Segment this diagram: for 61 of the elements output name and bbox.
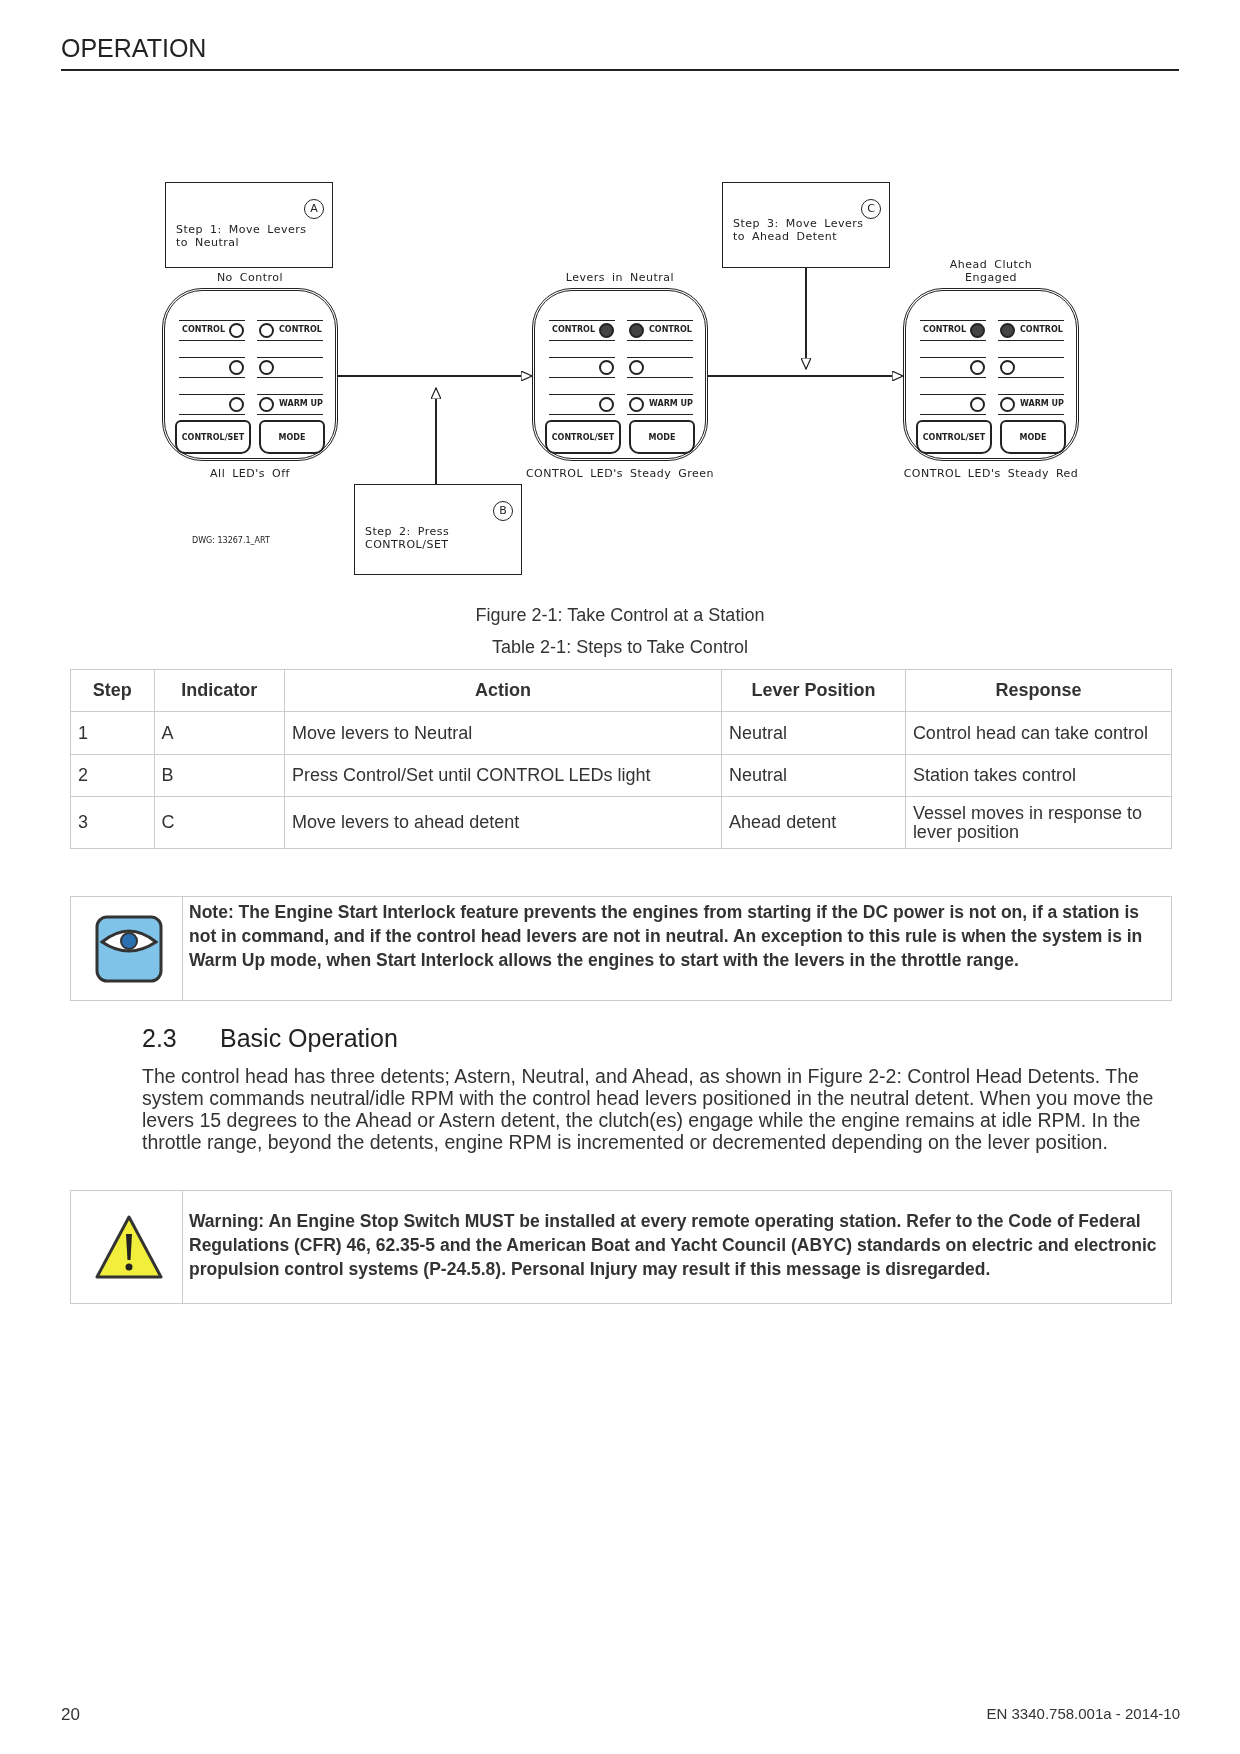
status-caption: CONTROL LED's Steady Green <box>524 467 716 480</box>
document-number: EN 3340.758.001a - 2014-10 <box>985 1705 1180 1722</box>
arrow <box>430 387 442 485</box>
table-cell: Press Control/Set until CONTROL LEDs light <box>284 754 722 797</box>
arrow <box>337 370 533 382</box>
led-label: CONTROL <box>279 325 322 335</box>
push-button: CONTROL/SET <box>175 420 251 454</box>
led-label: CONTROL <box>552 325 595 335</box>
body-paragraph: The control head has three detents; Astern, Neutral, and Ahead, as shown in Figure 2-2: Control Head Detents. The system commands neutral/idle RPM with the control head levers positioned in the neutral detent. When you move the levers 15 degrees to the Ahead or Astern detent, the clutch(es) engage while the engine remains at idle RPM. In the throttle range, beyond the detents, engine RPM is incremented or decremented depending on the lever position. <box>142 1065 1155 1153</box>
push-button: MODE <box>259 420 325 454</box>
page-number: 20 <box>61 1705 81 1725</box>
table-cell: Station takes control <box>905 754 1172 797</box>
table-cell: 3 <box>70 796 155 849</box>
step-text: Step 2: Press CONTROL/SET <box>365 525 451 551</box>
step-text: Step 3: Move Levers to Ahead Detent <box>733 217 865 243</box>
table-cell: C <box>154 796 285 849</box>
table-header-cell: Response <box>905 669 1172 712</box>
page-header: OPERATION <box>61 34 208 63</box>
status-caption: All LED's Off <box>209 467 291 480</box>
step-box <box>722 182 890 268</box>
table-header-cell: Step <box>70 669 155 712</box>
push-button: CONTROL/SET <box>916 420 992 454</box>
table-cell: B <box>154 754 285 797</box>
table-title: Table 2-1: Steps to Take Control <box>491 637 749 658</box>
table-header-cell: Lever Position <box>721 669 906 712</box>
table-cell: Neutral <box>721 711 906 755</box>
arrow <box>800 267 812 370</box>
push-button: CONTROL/SET <box>545 420 621 454</box>
section-heading: Basic Operation <box>220 1024 399 1053</box>
led-label: CONTROL <box>1020 325 1063 335</box>
head-caption: Ahead Clutch Engaged <box>948 258 1034 284</box>
section-number: 2.3 <box>142 1024 178 1053</box>
step-text: Step 1: Move Levers to Neutral <box>176 223 308 249</box>
led-label: WARM UP <box>1020 399 1064 409</box>
table-cell: Move levers to ahead detent <box>284 796 722 849</box>
table-header-cell: Action <box>284 669 722 712</box>
led-label: CONTROL <box>182 325 225 335</box>
step-box <box>354 484 522 575</box>
table-cell: A <box>154 711 285 755</box>
figure-caption: Figure 2-1: Take Control at a Station <box>474 605 766 626</box>
warning-text: Warning: An Engine Stop Switch MUST be installed at every remote operating station. Refer to the Code of Federal Regulations (CFR) 46, 62.35-5 and the American Boat and Yacht Council (ABYC) standards on electric and electronic propulsion control systems (P-24.5.8). Personal Injury may result if this message is disregarded. <box>189 1210 1158 1281</box>
status-caption: CONTROL LED's Steady Red <box>902 467 1080 480</box>
table-cell: Neutral <box>721 754 906 797</box>
arrow <box>707 370 904 382</box>
table-cell: Control head can take control <box>905 711 1172 755</box>
step-box <box>165 182 333 268</box>
head-caption: Levers in Neutral <box>564 271 676 284</box>
table-cell: Move levers to Neutral <box>284 711 722 755</box>
table-cell: Vessel moves in response to lever position <box>905 796 1172 849</box>
led-label: WARM UP <box>649 399 693 409</box>
push-button: MODE <box>629 420 695 454</box>
table-cell: 2 <box>70 754 155 797</box>
head-caption: No Control <box>215 271 285 284</box>
led-label: CONTROL <box>923 325 966 335</box>
led-label: CONTROL <box>649 325 692 335</box>
table-cell: Ahead detent <box>721 796 906 849</box>
table-cell: 1 <box>70 711 155 755</box>
table-header-cell: Indicator <box>154 669 285 712</box>
push-button: MODE <box>1000 420 1066 454</box>
note-text: Note: The Engine Start Interlock feature prevents the engines from starting if the DC power is not on, if a station is not in command, and if the control head levers are not in neutral. An exception to this rule is when the system is in Warm Up mode, when Start Interlock allows the engines to start with the levers in the throttle range. <box>189 901 1144 972</box>
led-label: WARM UP <box>279 399 323 409</box>
